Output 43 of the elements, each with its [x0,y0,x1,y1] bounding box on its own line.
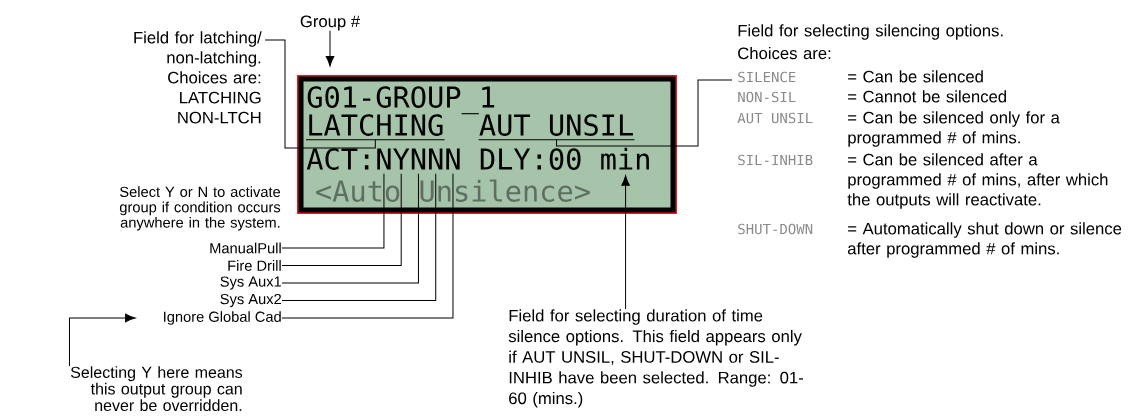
annotation-text: Sys Aux2 [220,293,281,308]
option-description: = Automatically shut down or silence after programmed # of mins. [848,222,1122,258]
leader-line [281,173,419,284]
annotation-text: Ignore Global Cad [164,311,281,325]
option-keyword: AUT UNSIL [737,112,813,124]
option-description: = Cannot be silenced [848,90,1006,103]
option-description: = Can be silenced only for a programmed # of mins. [848,111,1060,147]
arrow [621,175,630,310]
lcd-display [297,75,677,214]
display-field: Y [393,148,410,170]
option-keyword: SHUT-DOWN [738,223,813,235]
arrow [68,313,136,367]
option-keyword: SILENCE [738,71,796,83]
option-keyword: NON-SIL [738,91,796,103]
display-field: LATCHING [305,114,446,141]
display-field: DLY: [480,148,541,170]
annotation-text: Field for latching/ non-latching. Choices are: LATCHING NON-LTCH [134,31,262,124]
annotation-text: Fire Drill [228,260,281,271]
annotation-text: Sys Aux1 [220,276,281,290]
leader-line [281,173,402,266]
arrow [325,30,335,67]
leader-line [281,173,437,301]
display-field: N [429,148,443,170]
display-field: AUT UNSIL [478,114,635,141]
option-keyword: SIL-INHIB [738,154,813,166]
display-field: G01-GROUP_1 [307,86,495,115]
leader-line [281,173,385,249]
annotation-text: ManualPull [210,242,281,254]
annotation-text: Group # [300,15,360,31]
annotation-text: Selecting Y here means this output group can never be overridden. [70,366,243,412]
leader-line [264,39,376,149]
option-description: = Can be silenced [848,70,983,83]
display-field: 00 [549,148,581,170]
display-field: N [446,148,460,170]
annotation-text: Field for selecting silencing options. Choices are: [738,24,1003,60]
display-field: N [377,148,391,170]
annotation-text: Select Y or N to activate group if condition occurs anywhere in the system. [119,186,281,231]
leader-line [556,79,733,147]
display-field: ACT: [306,148,369,170]
annotation-text: Field for selecting duration of time silence options. This field appears only if AUT UNSIL, SHUT-DOWN or SIL-INHIB have been selected. Range: 01-60 (mins.) [508,309,803,408]
display-field: min [601,147,649,170]
option-description: = Can be silenced after a programmed # of mins, after which the outputs will reactivate. [847,153,1108,209]
display-field: N [411,148,426,170]
